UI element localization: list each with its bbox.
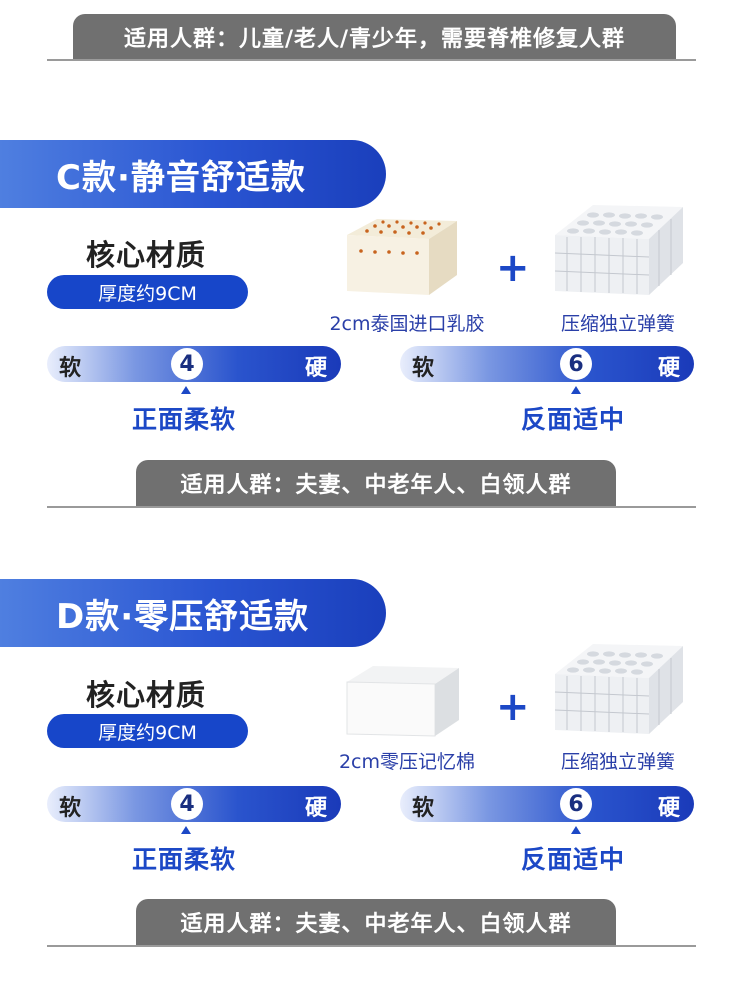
section-d-thickness-badge: 厚度约9CM bbox=[47, 714, 248, 748]
top-audience-text: 适用人群：儿童/老人/青少年，需要脊椎修复人群 bbox=[123, 27, 626, 52]
scale-value-badge: 6 bbox=[560, 348, 592, 380]
section-c-plus: + bbox=[496, 245, 530, 291]
section-d-title: D款·零压舒适款 bbox=[56, 596, 310, 637]
scale-pointer-icon bbox=[181, 826, 191, 834]
section-d-front-caption: 正面柔软 bbox=[132, 845, 237, 874]
section-d-scale-back: 软 6 硬 bbox=[400, 786, 694, 822]
section-c-audience-badge: 适用人群：夫妻、中老年人、白领人群 bbox=[136, 460, 616, 506]
section-d-audience-text: 适用人群：夫妻、中老年人、白领人群 bbox=[180, 912, 572, 937]
section-c-back-caption: 反面适中 bbox=[521, 405, 626, 434]
section-d-thickness: 厚度约9CM bbox=[98, 721, 197, 744]
scale-value-badge: 4 bbox=[171, 788, 203, 820]
section-c-core-title: 核心材质 bbox=[86, 238, 207, 272]
pocket-spring-icon bbox=[554, 644, 683, 734]
section-c-material2-label: 压缩独立弹簧 bbox=[560, 313, 675, 335]
section-d-back-caption: 反面适中 bbox=[521, 845, 626, 874]
scale-hard-label: 硬 bbox=[657, 796, 680, 821]
section-d-divider bbox=[47, 945, 696, 947]
section-c-scale-front: 软 4 硬 bbox=[47, 346, 341, 382]
scale-soft-label: 软 bbox=[59, 796, 82, 821]
scale-value-badge: 4 bbox=[171, 348, 203, 380]
scale-hard-label: 硬 bbox=[304, 356, 327, 381]
section-c-thickness-badge: 厚度约9CM bbox=[47, 275, 248, 309]
section-d-material2-label: 压缩独立弹簧 bbox=[560, 751, 675, 773]
section-d-audience-badge: 适用人群：夫妻、中老年人、白领人群 bbox=[136, 899, 616, 945]
scale-pointer-icon bbox=[181, 386, 191, 394]
section-d-core-title: 核心材质 bbox=[86, 678, 207, 712]
scale-soft-label: 软 bbox=[412, 796, 435, 821]
scale-hard-label: 硬 bbox=[657, 356, 680, 381]
scale-hard-label: 硬 bbox=[304, 796, 327, 821]
section-c-material1-label: 2cm泰国进口乳胶 bbox=[329, 313, 485, 335]
section-c-title-banner: C款·静音舒适款 bbox=[0, 140, 386, 208]
section-c-scale-back: 软 6 硬 bbox=[400, 346, 694, 382]
section-c-thickness: 厚度约9CM bbox=[98, 282, 197, 305]
section-c-divider bbox=[47, 506, 696, 508]
section-d-scale-front: 软 4 硬 bbox=[47, 786, 341, 822]
pocket-spring-icon bbox=[554, 205, 683, 295]
top-audience-badge: 适用人群：儿童/老人/青少年，需要脊椎修复人群 bbox=[73, 14, 676, 60]
scale-soft-label: 软 bbox=[59, 356, 82, 381]
latex-block-icon bbox=[347, 219, 457, 295]
section-c-title: C款·静音舒适款 bbox=[56, 157, 306, 198]
section-c-audience-text: 适用人群：夫妻、中老年人、白领人群 bbox=[180, 473, 572, 498]
section-d-plus: + bbox=[496, 684, 530, 730]
scale-soft-label: 软 bbox=[412, 356, 435, 381]
scale-value-badge: 6 bbox=[560, 788, 592, 820]
memory-foam-block-icon bbox=[346, 666, 459, 737]
scale-pointer-icon bbox=[571, 386, 581, 394]
section-d-title-banner: D款·零压舒适款 bbox=[0, 579, 386, 647]
section-d-material1-label: 2cm零压记忆棉 bbox=[338, 751, 476, 773]
section-c-front-caption: 正面柔软 bbox=[132, 405, 237, 434]
scale-pointer-icon bbox=[571, 826, 581, 834]
top-divider bbox=[47, 59, 696, 61]
